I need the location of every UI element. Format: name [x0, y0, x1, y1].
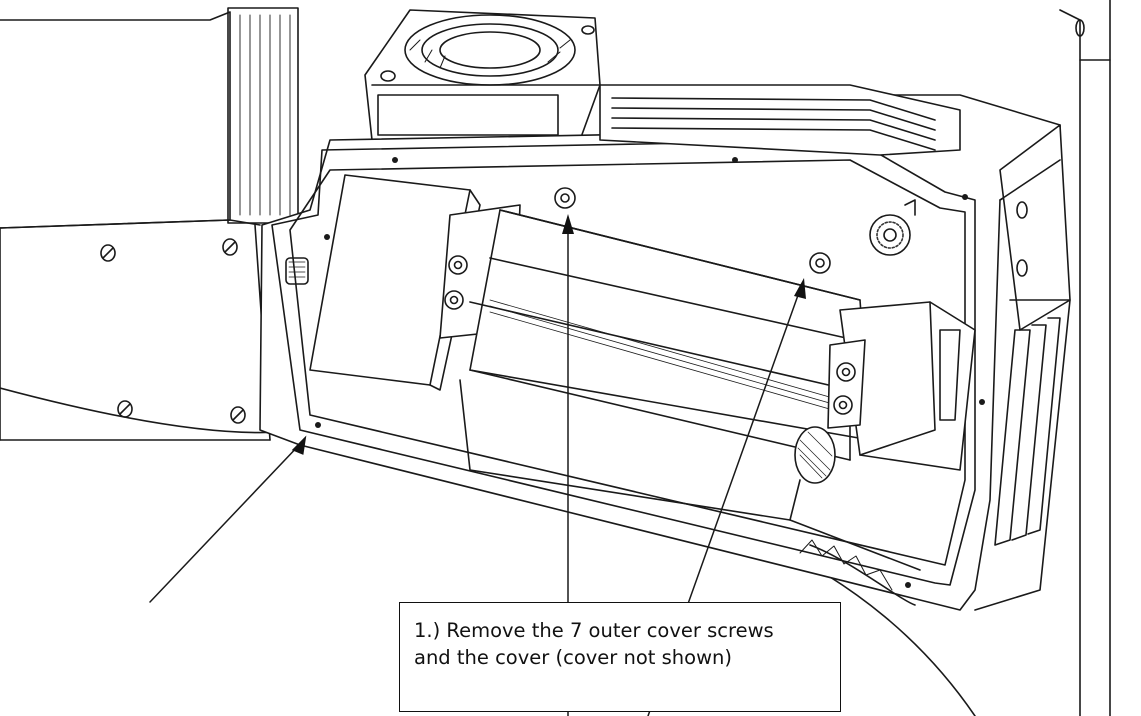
- flange-screw-group: [100, 238, 246, 424]
- arrowhead-icon: [794, 278, 806, 299]
- inner-plate-screws: [554, 187, 831, 274]
- right-side-block: [974, 0, 1111, 716]
- block-screw: [444, 290, 464, 310]
- arrowheads: [291, 214, 806, 455]
- belt-assembly: [309, 174, 976, 571]
- cover-screw-holes: [315, 157, 985, 588]
- arrowhead-icon: [562, 214, 574, 234]
- instruction-callout: 1.) Remove the 7 outer cover screws and …: [399, 602, 841, 712]
- vent-slots: [599, 84, 961, 156]
- instruction-line-1: 1.) Remove the 7 outer cover screws: [414, 619, 774, 642]
- arrowhead-icon: [291, 435, 307, 455]
- knurled-knob-icon: [869, 214, 911, 256]
- flange-screw: [230, 406, 246, 424]
- block-screw: [836, 362, 856, 382]
- knurled-knobs: [285, 199, 916, 606]
- cooling-fan: [364, 9, 601, 141]
- flange-screw: [222, 238, 238, 256]
- flange-screw: [100, 244, 116, 262]
- inner-screw: [809, 252, 831, 274]
- knurled-knob-icon: [285, 257, 309, 285]
- leader-line: [149, 441, 303, 603]
- instruction-line-2: and the cover (cover not shown): [414, 646, 732, 669]
- block-screw: [833, 395, 853, 415]
- left-housing: [0, 7, 299, 441]
- inner-screw: [554, 187, 576, 209]
- block-screw: [448, 255, 468, 275]
- flange-screw: [117, 400, 133, 418]
- block-screw-group: [444, 255, 856, 415]
